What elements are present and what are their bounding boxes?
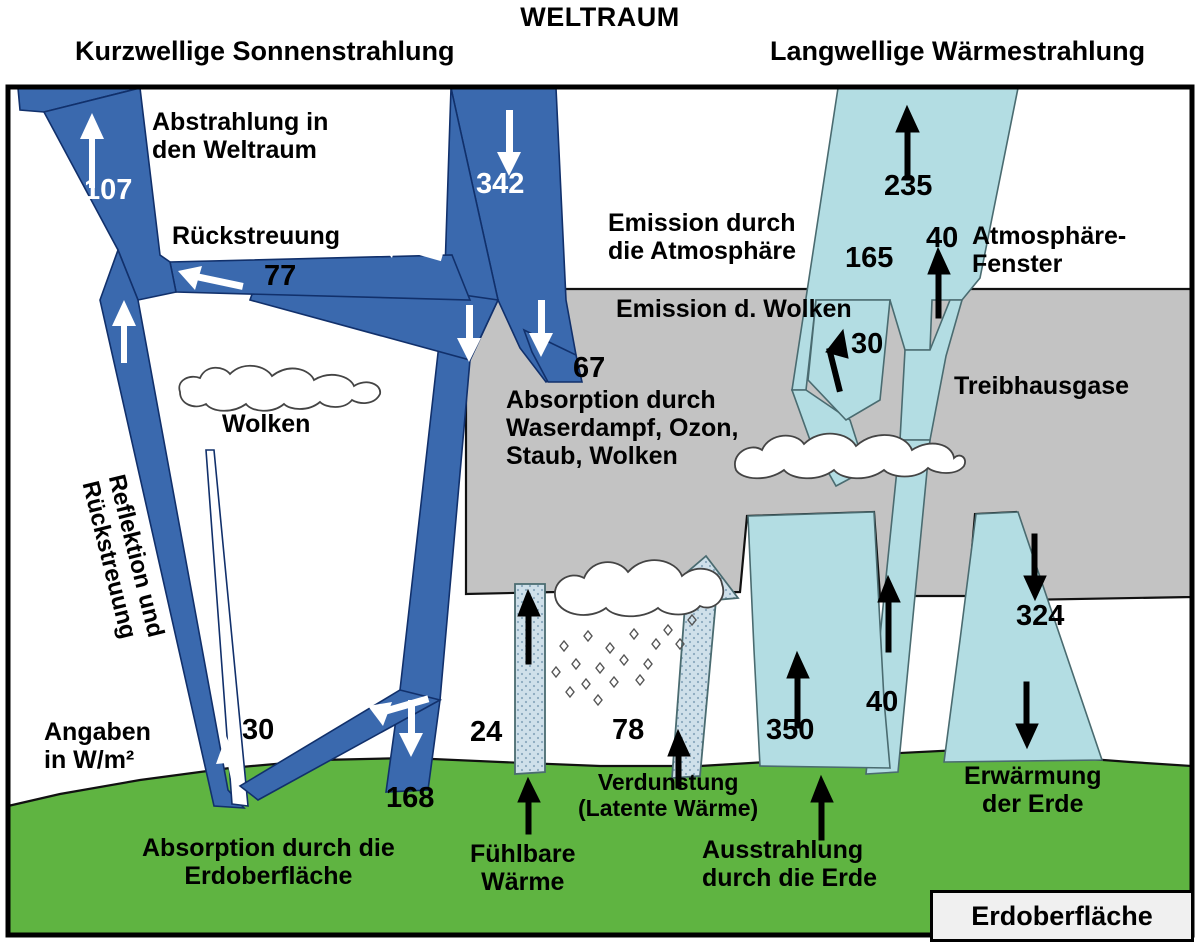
arrow-350-surface — [810, 774, 834, 841]
arrow-40b — [877, 574, 901, 653]
value-77: 77 — [264, 260, 297, 292]
label-erwaermung-erde: Erwärmung der Erde — [964, 762, 1102, 818]
value-235: 235 — [884, 170, 933, 202]
flow-30-sliver — [205, 449, 249, 807]
value-342: 342 — [476, 168, 525, 200]
label-absorption-atmosphere: Absorption durch Waserdampf, Ozon, Staub… — [506, 386, 739, 470]
value-30: 30 — [242, 714, 275, 746]
flow-324-column — [943, 511, 1104, 763]
arrow-30-head — [216, 736, 238, 764]
value-78: 78 — [612, 714, 645, 746]
arrow-324-bottom — [1015, 681, 1039, 750]
value-30-clouds: 30 — [851, 328, 884, 360]
arrow-30b — [825, 328, 849, 393]
title-weltraum: WELTRAUM — [520, 2, 680, 32]
label-absorption-surface: Absorption durch die Erdoberfläche — [142, 834, 395, 890]
value-40-top: 40 — [926, 222, 959, 254]
outer-frame — [5, 84, 1195, 938]
arrow-24-surface — [517, 776, 541, 835]
surface-legend-label: Erdoberfläche — [971, 900, 1153, 931]
label-verdunstung: Verdunstung (Latente Wärme) — [578, 769, 759, 821]
value-165: 165 — [845, 242, 894, 274]
flow-24-column — [514, 583, 546, 775]
arrow-67 — [529, 300, 553, 357]
flow-350-column — [747, 511, 891, 769]
surface-legend-box: Erdoberfläche — [930, 890, 1194, 942]
label-rueckstreuung: Rückstreuung — [172, 222, 341, 250]
label-fuehlbare-waerme: Fühlbare Wärme — [470, 840, 576, 896]
label-wolken-left: Wolken — [222, 410, 311, 438]
label-ausstrahlung-erde: Ausstrahlung durch die Erde — [702, 836, 878, 892]
label-atmospheric-window: Atmosphäre- Fenster — [972, 222, 1127, 278]
arrow-342-mid — [457, 305, 481, 362]
arrow-77 — [376, 233, 443, 262]
value-24: 24 — [470, 716, 503, 748]
flow-107-lower — [99, 247, 246, 809]
arrow-107-lower — [112, 300, 136, 363]
evaporation-droplets — [551, 613, 697, 707]
arrow-342 — [497, 110, 521, 176]
arrow-107 — [80, 113, 104, 188]
title-longwave: Langwellige Wärmestrahlung — [770, 36, 1146, 66]
title-shortwave: Kurzwellige Sonnenstrahlung — [75, 36, 455, 66]
arrow-342-down-low — [399, 700, 423, 757]
arrow-324-top — [1023, 533, 1047, 602]
value-40-bottom: 40 — [866, 686, 899, 718]
value-324: 324 — [1016, 600, 1065, 632]
label-emission-wolken: Emission d. Wolken — [616, 295, 852, 323]
arrow-24 — [517, 588, 541, 665]
cloud-left — [178, 364, 381, 412]
cloud-right-upper — [734, 432, 966, 480]
label-abstrahlung: Abstrahlung in den Weltraum — [152, 108, 329, 164]
label-emission-atmosphere: Emission durch die Atmosphäre — [608, 209, 797, 265]
arrow-77b — [178, 266, 244, 290]
flow-30b-wedge — [807, 299, 891, 422]
label-treibhausgase: Treibhausgase — [954, 372, 1130, 400]
arrow-168 — [368, 695, 430, 726]
value-350: 350 — [766, 714, 815, 746]
arrow-350 — [786, 650, 810, 729]
label-units-note: Angaben in W/m² — [44, 718, 151, 774]
arrow-78 — [667, 728, 691, 789]
cloud-center-lower — [554, 559, 725, 618]
value-67: 67 — [573, 352, 606, 384]
arrow-40t — [927, 246, 951, 319]
value-168: 168 — [386, 782, 435, 814]
arrow-235 — [895, 104, 920, 181]
value-107: 107 — [84, 174, 133, 206]
